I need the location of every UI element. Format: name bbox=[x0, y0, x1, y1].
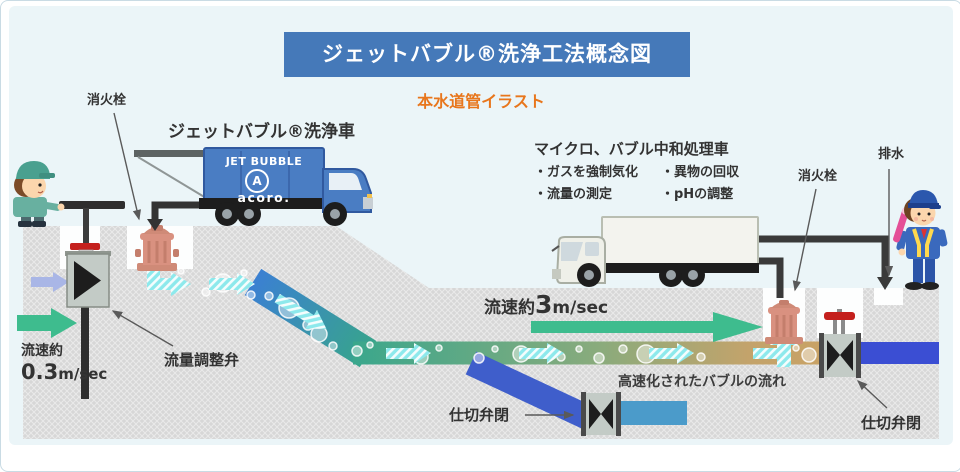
fire-hydrant-right-icon bbox=[765, 300, 803, 344]
speed-arrow-right-icon bbox=[531, 312, 763, 342]
flow-left-value: 0.3 bbox=[21, 360, 59, 384]
gate-valve-mid bbox=[581, 392, 621, 436]
flow-right-prefix: 流速約 bbox=[484, 298, 535, 318]
speed-arrows bbox=[17, 308, 763, 342]
diagram-subtitle: 本水道管イラスト bbox=[417, 92, 545, 111]
speed-arrow-left-icon bbox=[17, 308, 77, 338]
fire-hydrant-left-icon bbox=[135, 225, 179, 271]
jet-truck-label: ジェットバブル®洗浄車 bbox=[168, 122, 355, 142]
flow-left-prefix: 流速約 bbox=[21, 343, 63, 359]
branch-pipe bbox=[465, 351, 599, 432]
flow-right-value: 3 bbox=[535, 290, 553, 319]
jet-truck-side-text: JET BUBBLE bbox=[225, 155, 303, 168]
title-banner: ジェットバブル®洗浄工法概念図 bbox=[284, 32, 690, 77]
feature-flowrate: ・流量の測定 bbox=[534, 187, 613, 202]
flow-adjust-valve bbox=[59, 201, 125, 399]
gate-valve-right-label: 仕切弁閉 bbox=[861, 414, 922, 432]
flow-speed-left: 流速約 0.3m/sec bbox=[21, 340, 107, 384]
jet-truck-brand: acoro. bbox=[237, 190, 291, 205]
flow-adjust-valve-label: 流量調整弁 bbox=[164, 351, 240, 369]
worker-left bbox=[13, 161, 65, 227]
bubble-flow-label: 高速化されたバブルの流れ bbox=[618, 374, 786, 390]
headlight-icon bbox=[367, 194, 372, 198]
worker-right bbox=[893, 190, 948, 290]
feature-gas: ・ガスを強制気化 bbox=[534, 165, 639, 180]
drain-pit bbox=[874, 288, 903, 305]
flow-left-unit: m/sec bbox=[58, 365, 108, 383]
gate-valve-red-handle bbox=[824, 312, 855, 320]
diagram-title: ジェットバブル®洗浄工法概念図 bbox=[322, 42, 652, 66]
neutralizer-truck-label: マイクロ、バブル中和処理車 bbox=[534, 140, 729, 158]
slow-flow-arrow-icon bbox=[31, 272, 69, 292]
pointer-arrows bbox=[111, 112, 894, 420]
guard-cap bbox=[909, 190, 938, 206]
feature-debris: ・異物の回収 bbox=[661, 165, 740, 180]
flow-right-unit: m/sec bbox=[552, 298, 609, 318]
feature-ph: ・pHの調整 bbox=[661, 187, 734, 202]
neutralizer-truck bbox=[551, 216, 759, 287]
acoro-logo-icon: A bbox=[245, 169, 269, 193]
valve-key-handle bbox=[59, 201, 125, 209]
gate-valve-right bbox=[819, 309, 861, 378]
drain-hose bbox=[717, 235, 889, 277]
valve-red-wheel bbox=[70, 243, 100, 250]
hydrant-right-label: 消火栓 bbox=[798, 169, 838, 184]
truck-boom bbox=[134, 150, 214, 157]
drain-label: 排水 bbox=[878, 147, 905, 162]
hydrant-left-label: 消火栓 bbox=[87, 93, 127, 108]
flow-speed-right: 流速約3m/sec bbox=[484, 290, 608, 319]
gate-valve-mid-label: 仕切弁閉 bbox=[449, 406, 510, 424]
